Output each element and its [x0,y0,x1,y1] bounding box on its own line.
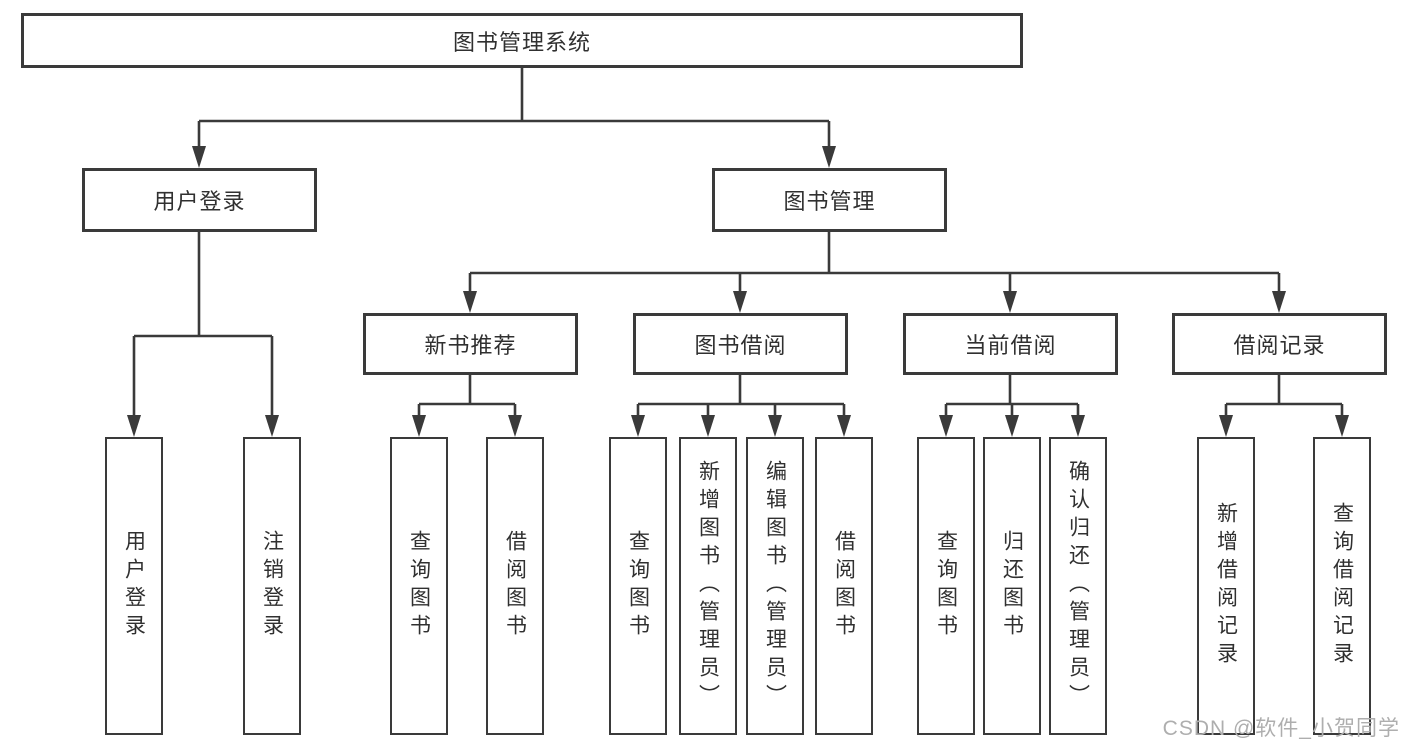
node-label: 当前借阅 [964,333,1057,358]
node-borrow-records: 借阅记录 [1172,313,1387,375]
connector-newbooks-children [417,375,517,421]
leaf-label: 确认归还（管理员） [1066,460,1090,712]
connector-bookmgmt-children [468,232,1281,297]
csdn-watermark: CSDN @软件_小贺同学 [1162,717,1400,740]
arrowhead [1003,291,1017,313]
arrowhead [939,415,953,437]
leaf-confirm-return-admin: 确认归还（管理员） [1049,437,1107,735]
connector-root-to-level2 [197,68,831,152]
node-label: 新书推荐 [424,333,517,358]
leaf-label: 借阅图书 [832,530,856,642]
leaf-borrow-books-1: 借阅图书 [486,437,544,735]
arrowhead [508,415,522,437]
node-current-borrow: 当前借阅 [903,313,1118,375]
leaf-return-books: 归还图书 [983,437,1041,735]
leaf-borrow-books-2: 借阅图书 [815,437,873,735]
leaf-label: 用户登录 [122,530,146,642]
connector-records-children [1224,375,1344,421]
arrowhead [1071,415,1085,437]
leaf-query-books-1: 查询图书 [390,437,448,735]
leaf-add-books-admin: 新增图书（管理员） [679,437,737,735]
leaf-query-borrow-record: 查询借阅记录 [1313,437,1371,735]
node-label: 图书管理 [783,189,876,214]
arrowhead [265,415,279,437]
arrowhead [733,291,747,313]
node-label: 图书管理系统 [452,29,591,55]
leaf-label: 新增借阅记录 [1214,502,1238,670]
arrowhead [701,415,715,437]
leaf-label: 查询图书 [626,530,650,642]
arrowhead [412,415,426,437]
leaf-label: 编辑图书（管理员） [763,460,787,712]
node-book-borrow: 图书借阅 [633,313,848,375]
leaf-user-login: 用户登录 [105,437,163,735]
leaf-label: 查询借阅记录 [1330,502,1354,670]
connector-userlogin-children [132,232,274,421]
arrowhead [768,415,782,437]
node-book-management-module: 图书管理 [712,168,947,232]
leaf-query-books-2: 查询图书 [609,437,667,735]
leaf-label: 注销登录 [260,530,284,642]
arrowhead [463,291,477,313]
arrowhead [192,146,206,168]
connector-borrow-children [636,375,846,421]
leaf-logout: 注销登录 [243,437,301,735]
leaf-label: 归还图书 [1000,530,1024,642]
node-label: 借阅记录 [1233,333,1326,358]
arrowhead [1005,415,1019,437]
node-label: 用户登录 [153,189,246,214]
leaf-add-borrow-record: 新增借阅记录 [1197,437,1255,735]
arrowhead [631,415,645,437]
leaf-edit-books-admin: 编辑图书（管理员） [746,437,804,735]
node-root-system: 图书管理系统 [21,13,1023,68]
arrowhead [1272,291,1286,313]
node-user-login-module: 用户登录 [82,168,317,232]
node-new-book-recommend: 新书推荐 [363,313,578,375]
arrowhead [1219,415,1233,437]
connector-current-children [944,375,1080,421]
arrowhead [822,146,836,168]
leaf-label: 查询图书 [407,530,431,642]
arrowhead [1335,415,1349,437]
leaf-label: 查询图书 [934,530,958,642]
node-label: 图书借阅 [694,333,787,358]
arrowhead [837,415,851,437]
leaf-label: 新增图书（管理员） [696,460,720,712]
leaf-query-books-3: 查询图书 [917,437,975,735]
leaf-label: 借阅图书 [503,530,527,642]
arrowhead [127,415,141,437]
